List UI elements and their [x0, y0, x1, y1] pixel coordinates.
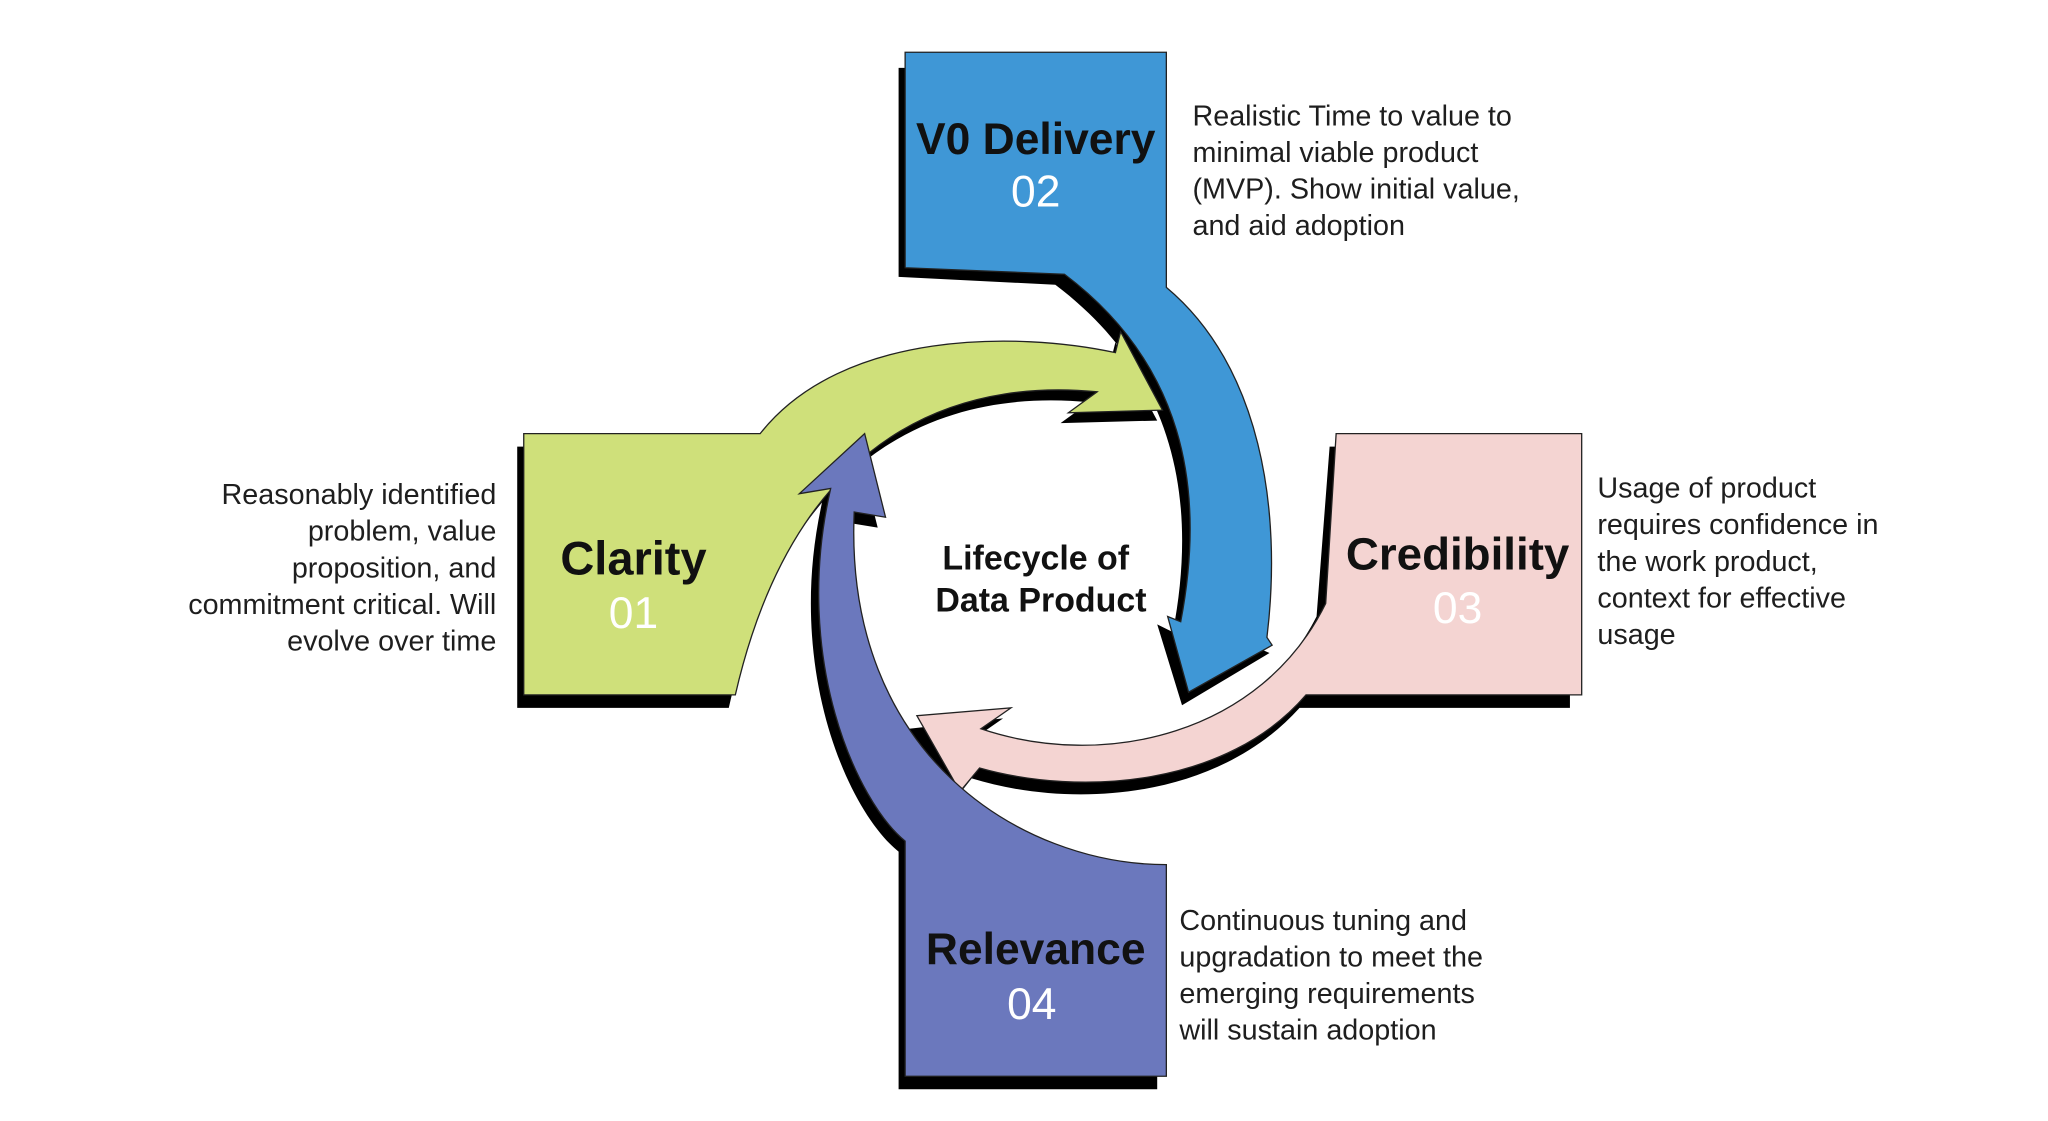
- v0-delivery-arrow: [904, 51, 1274, 694]
- stage-title-relevance: Relevance: [926, 925, 1146, 974]
- stage-description-credibility: Usage of product requires confidence in …: [1597, 471, 1879, 651]
- stage-description-v0-delivery: Realistic Time to value to minimal viabl…: [1192, 99, 1520, 242]
- stage-number-04: 04: [1007, 980, 1056, 1029]
- stage-number-02: 02: [1011, 167, 1060, 216]
- shape-layer: [523, 51, 1583, 1077]
- stage-title-clarity: Clarity: [560, 532, 706, 585]
- label-layer: V0 Delivery 02 Clarity 01 Credibility 03…: [560, 115, 1570, 1029]
- center-label-line2: Data Product: [935, 581, 1146, 619]
- credibility-arrow: [915, 432, 1583, 793]
- stage-number-01: 01: [609, 589, 658, 638]
- clarity-arrow: [523, 329, 1164, 696]
- stage-description-relevance: Continuous tuning and upgradation to mee…: [1179, 903, 1483, 1047]
- stage-number-03: 03: [1433, 584, 1482, 633]
- stage-title-credibility: Credibility: [1346, 528, 1570, 579]
- relevance-arrow: [797, 432, 1168, 1077]
- stage-title-v0-delivery: V0 Delivery: [916, 115, 1156, 164]
- center-label-line1: Lifecycle of: [942, 539, 1129, 577]
- stage-description-clarity: Reasonably identified problem, value pro…: [188, 478, 497, 657]
